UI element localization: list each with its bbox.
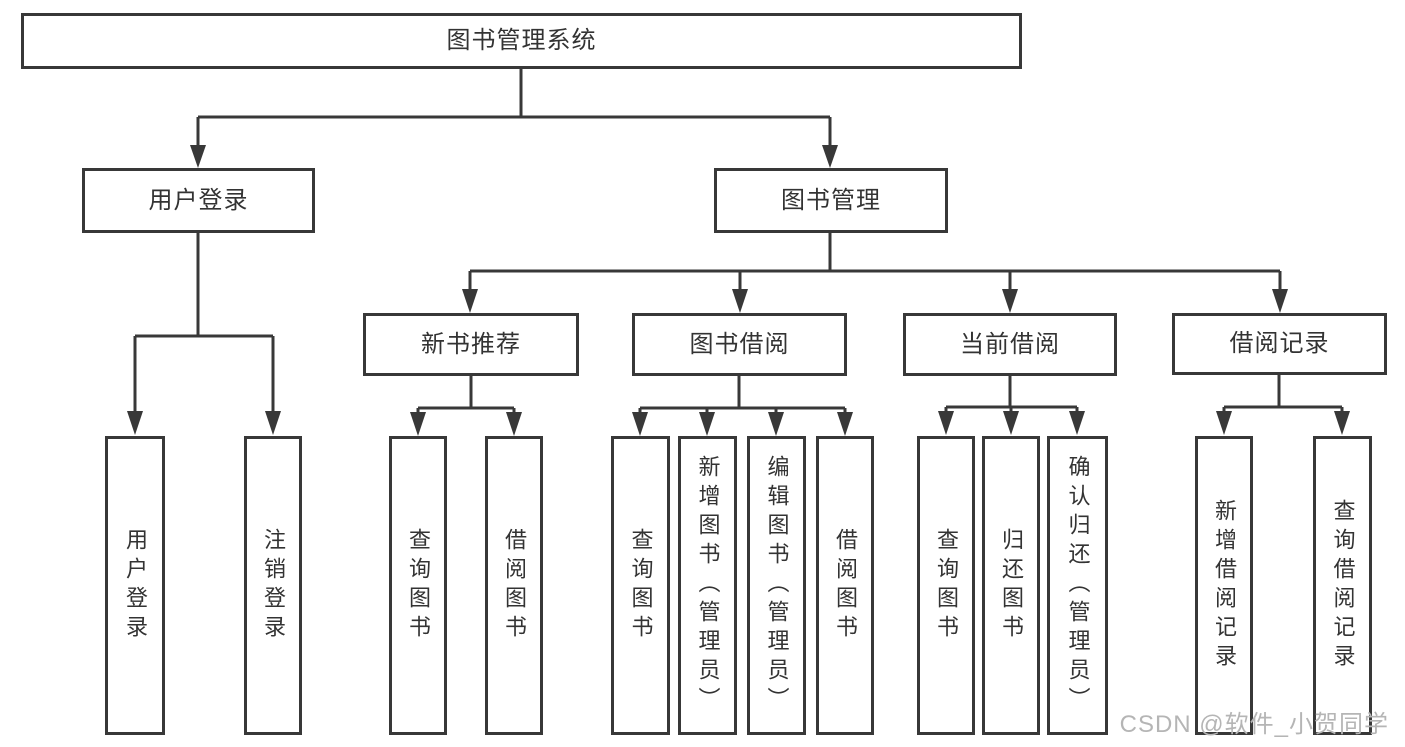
connector-cur-borrow xyxy=(938,376,1085,435)
node-user-login: 用户登录 xyxy=(82,168,315,233)
connector-new-book xyxy=(410,376,522,436)
leaf-edit-book-admin: 编辑图书（管理员） xyxy=(747,436,806,735)
leaf-query-book-recommend: 查询图书 xyxy=(389,436,447,735)
leaf-query-borrow-record: 查询借阅记录 xyxy=(1313,436,1372,735)
node-new-book-recommend: 新书推荐 xyxy=(363,313,579,376)
connector-borrow-rec xyxy=(1216,375,1350,435)
connector-root xyxy=(190,69,838,168)
leaf-add-borrow-record: 新增借阅记录 xyxy=(1195,436,1253,735)
node-borrow-records: 借阅记录 xyxy=(1172,313,1387,375)
node-system-title: 图书管理系统 xyxy=(21,13,1022,69)
node-book-borrowing: 图书借阅 xyxy=(632,313,847,376)
leaf-borrow-book-recommend: 借阅图书 xyxy=(485,436,543,735)
leaf-user-login: 用户登录 xyxy=(105,436,165,735)
connector-user-login xyxy=(127,233,281,435)
connector-book-mgmt xyxy=(462,233,1288,313)
leaf-query-book-borrowing: 查询图书 xyxy=(611,436,670,735)
leaf-logout: 注销登录 xyxy=(244,436,302,735)
csdn-watermark: CSDN @软件_小贺同学 xyxy=(1119,711,1389,738)
leaf-add-book-admin: 新增图书（管理员） xyxy=(678,436,737,735)
connector-book-borrow xyxy=(632,376,853,436)
leaf-return-book: 归还图书 xyxy=(982,436,1040,735)
leaf-borrow-book-borrowing: 借阅图书 xyxy=(816,436,874,735)
node-book-management: 图书管理 xyxy=(714,168,948,233)
leaf-query-book-current: 查询图书 xyxy=(917,436,975,735)
node-current-borrowing: 当前借阅 xyxy=(903,313,1117,376)
leaf-confirm-return-admin: 确认归还（管理员） xyxy=(1047,436,1108,735)
